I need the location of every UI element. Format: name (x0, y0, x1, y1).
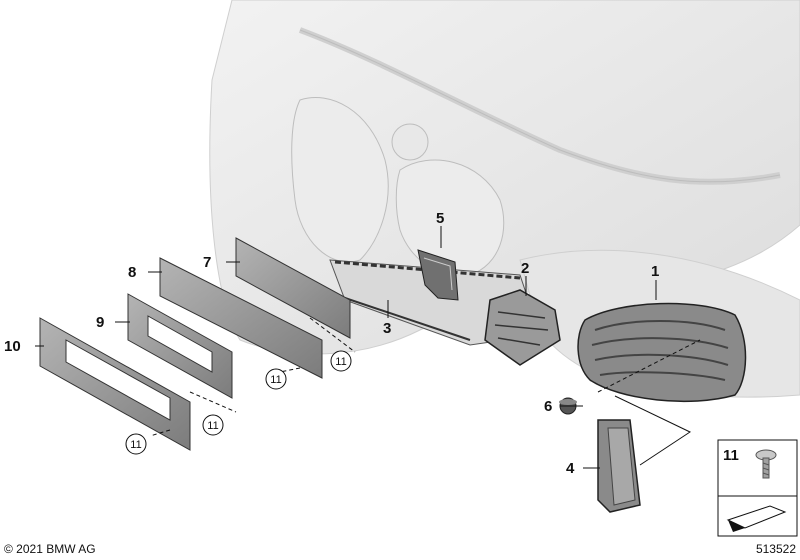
leader-lines (35, 226, 701, 469)
air-inlet-trim-part-1 (577, 302, 747, 403)
screw-references: 11 11 11 11 (125, 350, 352, 455)
license-plate-holder-part-8 (159, 257, 323, 379)
callout-8: 8 (128, 264, 136, 281)
callout-2: 2 (521, 260, 529, 277)
screw-ref-circle: 11 (265, 368, 287, 390)
screw-ref-circle: 11 (330, 350, 352, 372)
callout-4: 4 (566, 460, 575, 477)
svg-text:11: 11 (335, 356, 346, 368)
screw-legend-box: 11 (717, 439, 798, 497)
screw-ref-circle: 11 (125, 433, 147, 455)
side-trim-part-4 (597, 419, 641, 513)
license-plate-base-part-7 (235, 237, 351, 339)
callout-9: 9 (96, 314, 104, 331)
arrow-icon (726, 505, 787, 532)
callout-7: 7 (203, 254, 211, 271)
assembly-direction-box (717, 495, 798, 537)
svg-text:11: 11 (207, 420, 218, 432)
legend-number: 11 (723, 447, 739, 464)
license-plate-frame-part-10 (39, 317, 191, 451)
copyright-text: © 2021 BMW AG (4, 542, 96, 556)
grille-insert-part-2 (484, 289, 561, 366)
screw-icon (755, 449, 777, 479)
bracket-part-5 (417, 249, 459, 301)
callout-5: 5 (436, 210, 444, 227)
license-plate-frame-part-9 (127, 293, 233, 399)
callout-6: 6 (544, 398, 552, 415)
callout-labels: 1 2 3 4 5 6 7 8 9 10 (4, 210, 659, 477)
callout-1: 1 (651, 263, 659, 280)
callout-10: 10 (4, 338, 21, 355)
callout-3: 3 (383, 320, 391, 337)
screw-ref-circle: 11 (202, 414, 224, 436)
svg-text:11: 11 (130, 439, 141, 451)
svg-text:11: 11 (270, 374, 281, 386)
diagram-number: 513522 (756, 542, 796, 556)
